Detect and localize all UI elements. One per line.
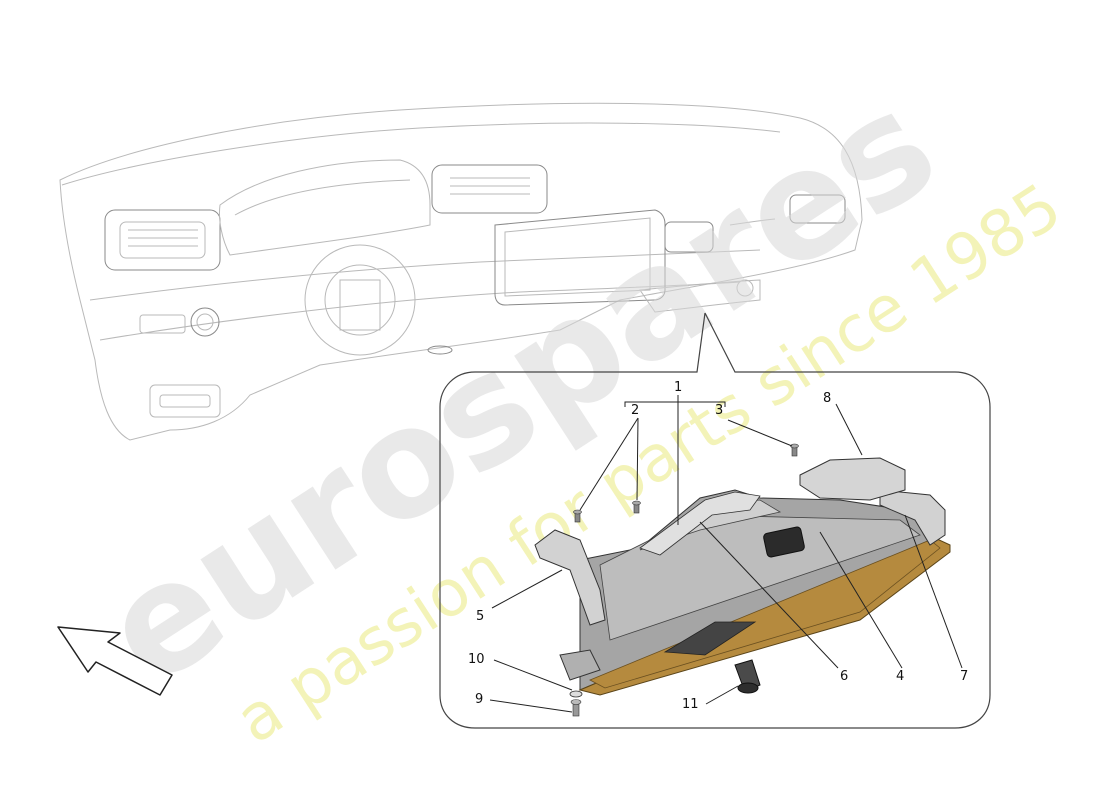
- callout-labels: 1 2 3 4 5 6 7 8 9 10 11: [468, 380, 968, 712]
- screw-2b: [632, 500, 641, 514]
- callout-7: 7: [960, 669, 968, 684]
- detail-callout-frame: [439, 312, 991, 729]
- right-bracket: [879, 489, 946, 546]
- dashboard-line-art: [59, 102, 863, 441]
- callout-9: 9: [475, 692, 483, 707]
- upper-right-bracket: [799, 457, 906, 501]
- washer: [569, 690, 583, 698]
- switch-connector: [763, 526, 805, 558]
- leader-lines: [489, 395, 963, 713]
- glovebox-latch: [734, 659, 761, 694]
- bolt: [570, 699, 582, 717]
- screw-2a: [573, 509, 582, 523]
- callout-8: 8: [823, 391, 831, 406]
- callout-3: 3: [715, 403, 723, 418]
- left-bracket: [534, 529, 606, 626]
- callout-1: 1: [674, 380, 682, 395]
- callout-4: 4: [896, 669, 904, 684]
- callout-5: 5: [476, 609, 484, 624]
- callout-11: 11: [682, 697, 699, 712]
- lid-handle-recess: [663, 621, 757, 656]
- screw-3: [790, 443, 799, 457]
- callout-10: 10: [468, 652, 485, 667]
- glovebox-assembly: [534, 443, 951, 717]
- callout-6: 6: [840, 669, 848, 684]
- view-direction-arrow-icon: [57, 626, 173, 696]
- callout-2: 2: [631, 403, 639, 418]
